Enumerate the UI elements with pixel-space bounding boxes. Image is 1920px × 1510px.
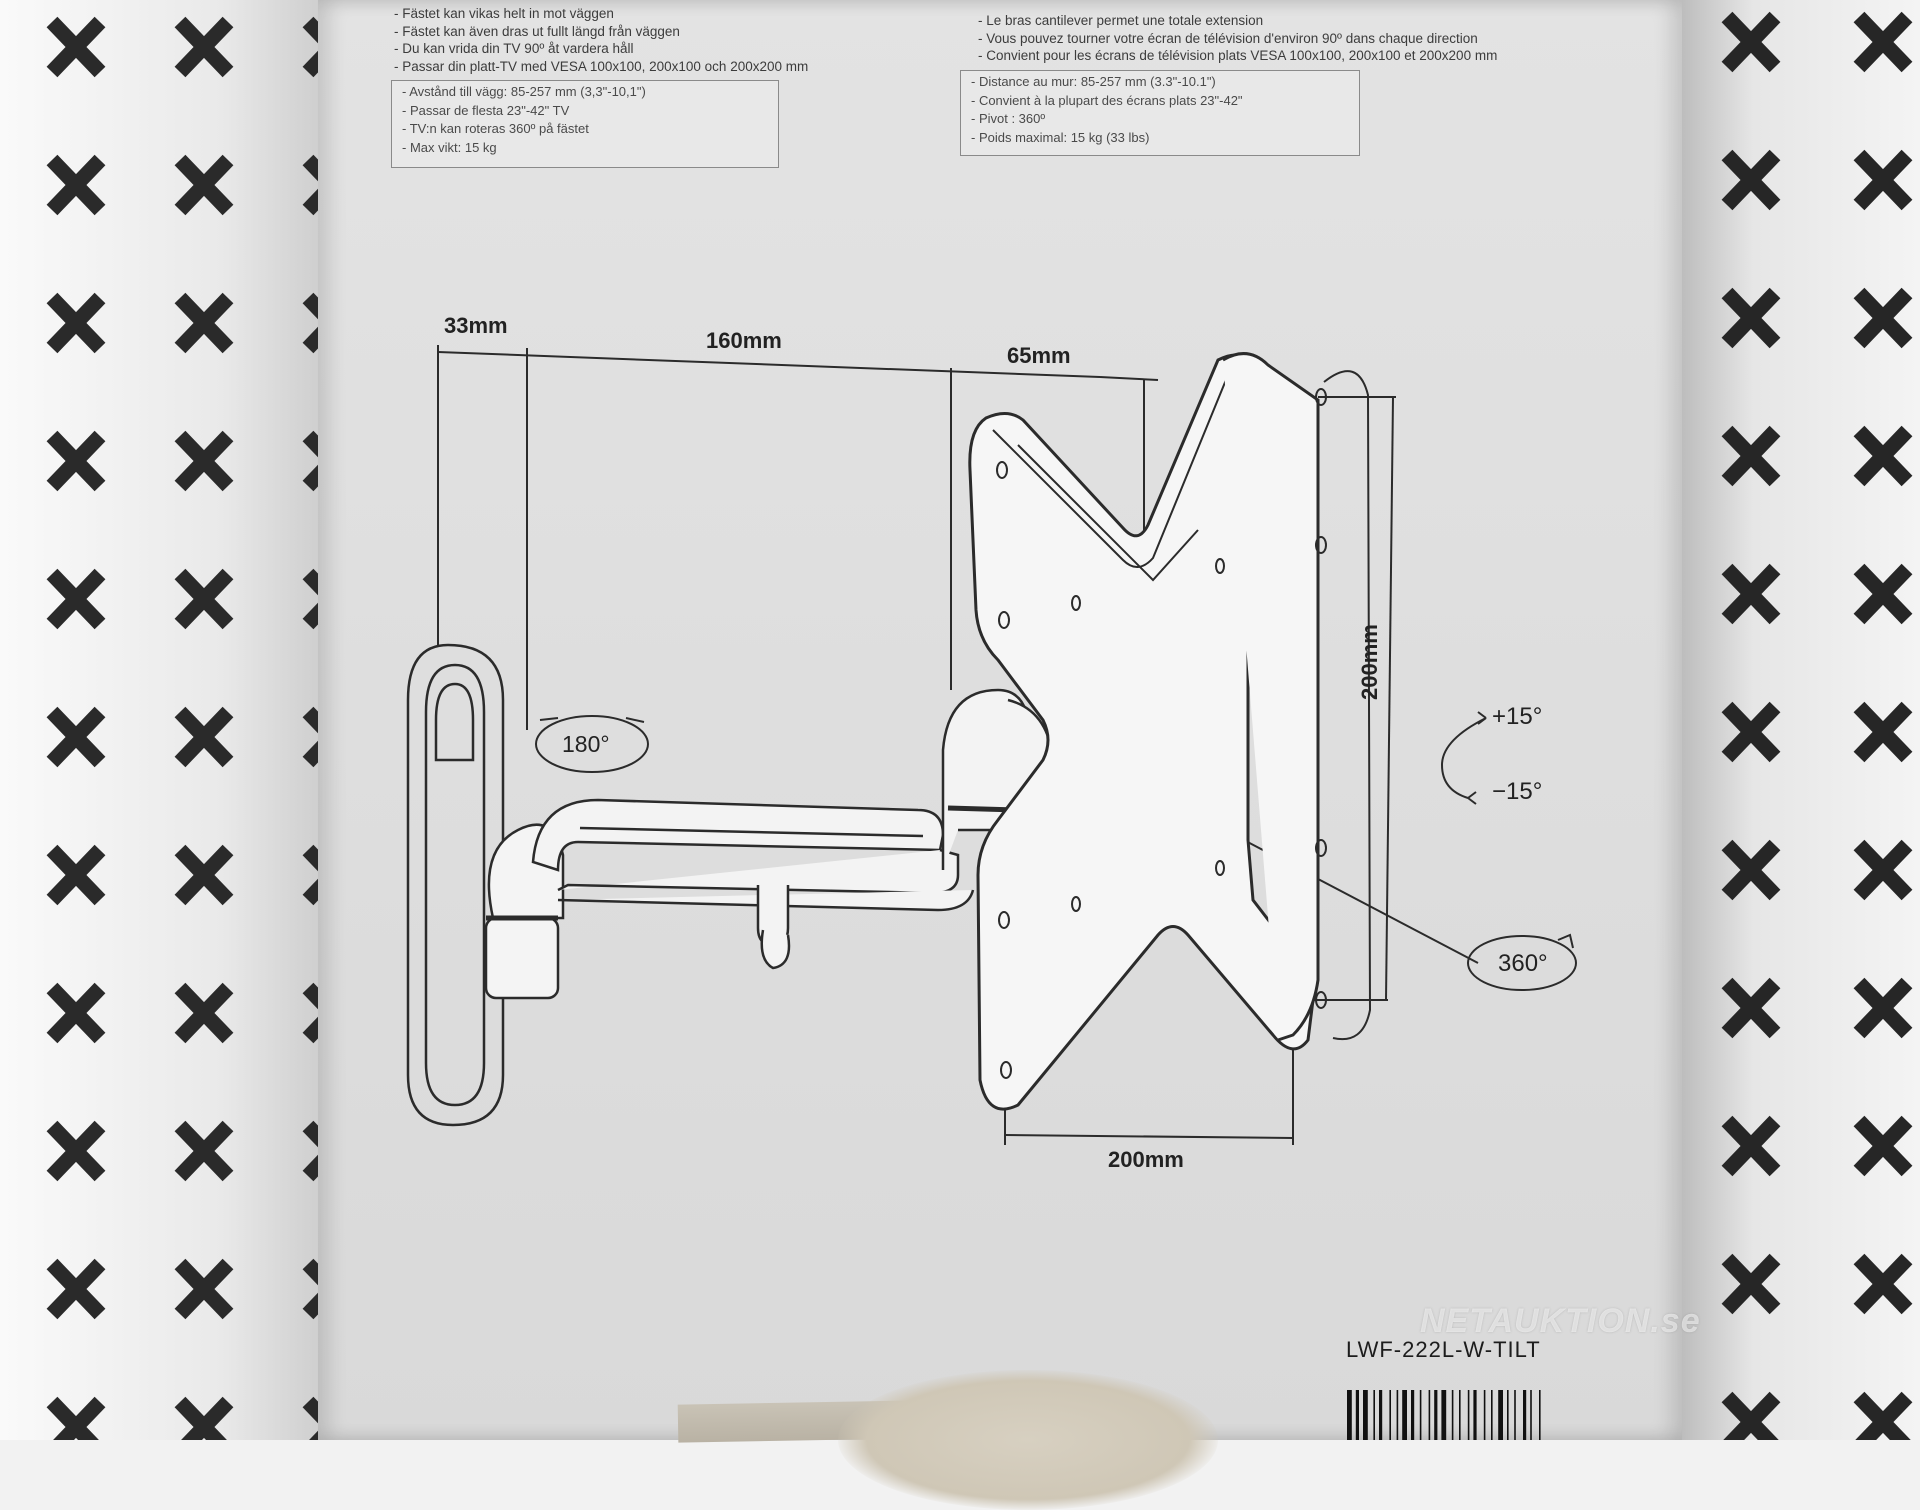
barcode-bar xyxy=(1411,1390,1415,1440)
wall-offset-label: 33mm xyxy=(444,313,508,338)
spec-line: - Convient à la plupart des écrans plats… xyxy=(971,92,1243,108)
barcode-bar xyxy=(1402,1390,1407,1440)
barcode-bar xyxy=(1389,1390,1391,1440)
barcode-bar xyxy=(1491,1390,1493,1440)
barcode-bar xyxy=(1373,1390,1375,1440)
barcode-bar xyxy=(1467,1390,1470,1440)
spec-line: - Distance au mur: 85-257 mm (3.3"-10.1"… xyxy=(971,74,1216,89)
spec-line: - Du kan vrida din TV 90º åt vardera hål… xyxy=(394,41,634,56)
barcode-bar xyxy=(1498,1390,1503,1440)
swedish-spec-list: - Fästet kan vikas helt in mot väggen - … xyxy=(394,5,808,75)
x-pattern-left xyxy=(0,0,318,1440)
vesa-plate xyxy=(968,352,1372,1111)
plate-rotation-label: 360° xyxy=(1498,950,1548,977)
vesa-height-label: 200mm xyxy=(1357,624,1382,700)
spec-line: - Avstånd till vägg: 85-257 mm (3,3"-10,… xyxy=(402,84,646,99)
sticker-residue xyxy=(838,1370,1218,1510)
barcode-bar xyxy=(1441,1390,1447,1440)
spec-line: - Vous pouvez tourner votre écran de tél… xyxy=(978,30,1478,46)
spec-line: - Poids maximal: 15 kg (33 lbs) xyxy=(971,129,1150,145)
barcode-bar xyxy=(1379,1390,1383,1440)
barcode-bar xyxy=(1347,1390,1352,1440)
barcode-bar xyxy=(1530,1390,1532,1440)
french-spec-list: - Le bras cantilever permet une totale e… xyxy=(978,12,1497,65)
x-pattern-right xyxy=(1682,0,1920,1440)
barcode-bar xyxy=(1473,1390,1477,1440)
x-pattern-left-svg xyxy=(0,0,318,1440)
barcode-bar xyxy=(1434,1390,1438,1440)
barcode-bar xyxy=(1539,1390,1541,1440)
barcode-bar xyxy=(1523,1390,1527,1440)
dimension-line-vertical xyxy=(1385,396,1394,1001)
swedish-spec-box: - Avstånd till vägg: 85-257 mm (3,3"-10,… xyxy=(391,80,779,168)
vesa-width-label: 200mm xyxy=(1108,1147,1184,1172)
arm-swivel-label: 180° xyxy=(562,731,610,757)
spec-line: - Le bras cantilever permet une totale e… xyxy=(978,13,1264,28)
spec-line: - Passar din platt-TV med VESA 100x100, … xyxy=(394,58,809,74)
spec-line: - Fästet kan även dras ut fullt längd fr… xyxy=(394,23,680,39)
plate-rotation-ellipse xyxy=(1467,933,1577,991)
tilt-up-label: +15° xyxy=(1492,703,1543,730)
tilt-arc xyxy=(1440,711,1487,805)
dimension-line-top xyxy=(437,351,1101,378)
watermark: NETAUKTION.se xyxy=(1420,1302,1701,1340)
spec-line: - Pivot : 360º xyxy=(971,111,1046,126)
barcode-bar xyxy=(1419,1390,1422,1440)
mount-technical-drawing xyxy=(406,345,1577,1145)
x-pattern-right-svg xyxy=(1682,0,1920,1440)
tilt-down-label: −15° xyxy=(1492,778,1543,805)
barcode-bar xyxy=(1507,1390,1509,1440)
spec-line: - Convient pour les écrans de télévision… xyxy=(978,48,1498,63)
barcode xyxy=(1347,1390,1541,1440)
barcode-bar xyxy=(1459,1390,1461,1440)
spec-line: - Passar de flesta 23"-42" TV xyxy=(402,102,570,118)
dimension-line-bottom xyxy=(1004,1134,1294,1139)
spec-line: - Max vikt: 15 kg xyxy=(402,139,497,155)
head-depth-label: 65mm xyxy=(1007,343,1071,368)
spec-line: - TV:n kan roteras 360º på fästet xyxy=(402,121,589,136)
arm-length-label: 160mm xyxy=(706,328,782,353)
barcode-bar xyxy=(1396,1390,1399,1440)
model-number: LWF-222L-W-TILT xyxy=(1346,1337,1541,1362)
barcode-bar xyxy=(1428,1390,1431,1440)
barcode-bar xyxy=(1355,1390,1359,1440)
barcode-bar xyxy=(1483,1390,1486,1440)
swing-arm xyxy=(531,798,975,970)
barcode-bar xyxy=(1363,1390,1368,1440)
barcode-bar xyxy=(1514,1390,1516,1440)
spec-line: - Fästet kan vikas helt in mot väggen xyxy=(394,6,614,21)
arm-swivel-ellipse xyxy=(535,715,649,773)
french-spec-box: - Distance au mur: 85-257 mm (3.3"-10.1"… xyxy=(960,70,1360,156)
barcode-bar xyxy=(1451,1390,1454,1440)
product-box: - Fästet kan vikas helt in mot väggen - … xyxy=(318,0,1682,1510)
wall-plate xyxy=(406,643,505,1127)
